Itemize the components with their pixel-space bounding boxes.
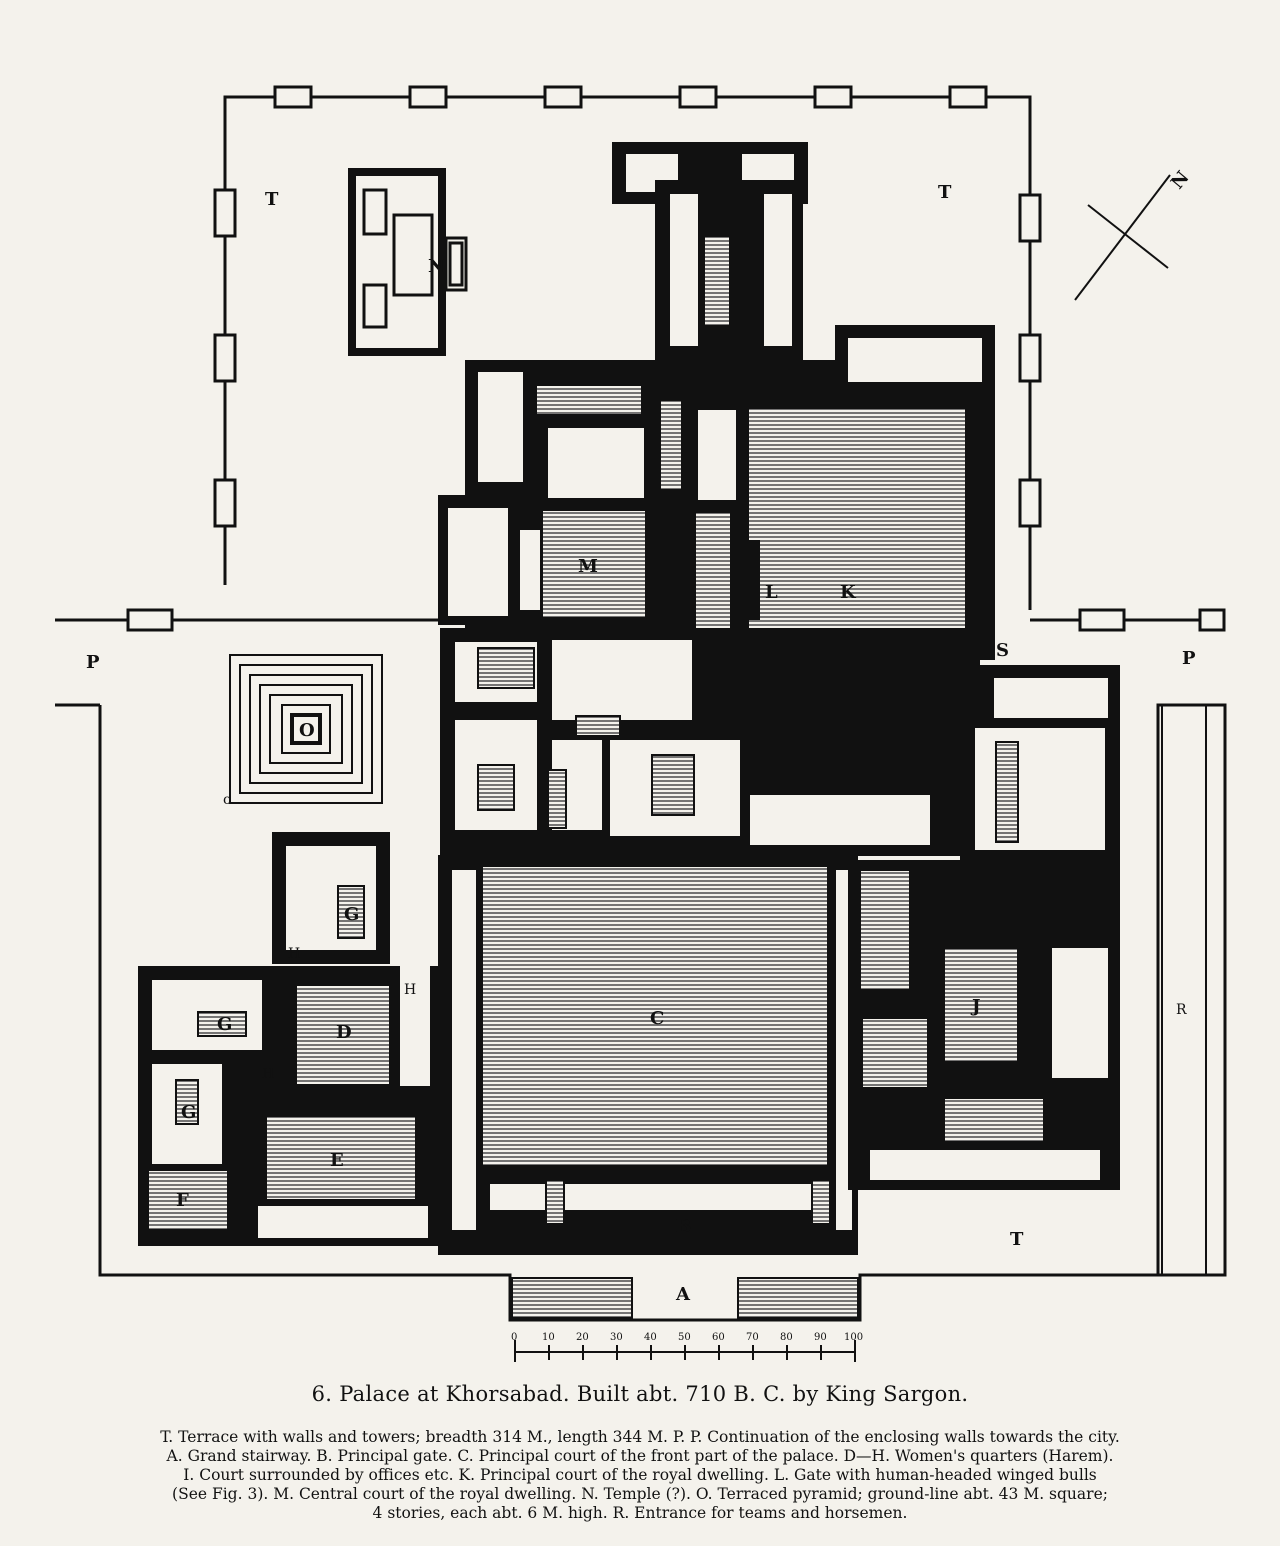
scale-bar — [514, 1340, 856, 1362]
scale-tick-10: 10 — [542, 1332, 555, 1343]
label-m: M — [578, 556, 598, 577]
temple-n — [348, 168, 468, 356]
label-t1: T — [265, 189, 279, 210]
legend-line: (See Fig. 3). M. Central court of the ro… — [172, 1485, 1108, 1503]
legend-line: T. Terrace with walls and towers; breadt… — [160, 1428, 1120, 1446]
north-wing — [612, 142, 808, 360]
scale-tick-40: 40 — [644, 1332, 657, 1343]
label-o: O — [299, 720, 315, 741]
scale-tick-70: 70 — [746, 1332, 759, 1343]
label-s: S — [996, 640, 1009, 661]
harem — [138, 832, 438, 1246]
grand-stairway — [511, 1277, 859, 1319]
label-e: E — [330, 1150, 344, 1171]
legend-line: I. Court surrounded by offices etc. K. P… — [183, 1466, 1097, 1484]
scale-tick-80: 80 — [780, 1332, 793, 1343]
label-k: K — [840, 582, 857, 603]
label-p2: P — [1182, 648, 1196, 669]
label-t2: T — [938, 182, 952, 203]
label-g2: G — [217, 1014, 232, 1035]
label-n: N — [428, 256, 444, 277]
label-o-small: o — [223, 792, 231, 808]
label-d: D — [336, 1022, 352, 1043]
palace-plan: T T T P P N M L K S O o G G G H H H D E … — [55, 85, 1227, 1362]
figure-caption: 6. Palace at Khorsabad. Built abt. 710 B… — [311, 1382, 969, 1406]
north-arrow — [1074, 174, 1171, 301]
scale-tick-0: 0 — [511, 1332, 517, 1343]
label-g3: G — [181, 1102, 196, 1123]
label-l: L — [765, 582, 778, 603]
ramp-r — [1161, 704, 1207, 1276]
label-f: F — [176, 1190, 189, 1211]
scale-tick-20: 20 — [576, 1332, 589, 1343]
terraced-pyramid-o — [229, 654, 383, 804]
label-t3: T — [1010, 1229, 1024, 1250]
scale-tick-30: 30 — [610, 1332, 623, 1343]
scale-tick-labels: 0 10 20 30 40 50 60 70 80 90 100 — [511, 1332, 863, 1343]
label-h1: H — [288, 946, 300, 962]
label-r: R — [1176, 1002, 1187, 1018]
figure-legend: T. Terrace with walls and towers; breadt… — [40, 1428, 1240, 1523]
scale-tick-90: 90 — [814, 1332, 827, 1343]
middle-rooms — [440, 628, 980, 856]
scale-tick-100: 100 — [844, 1332, 863, 1343]
label-g1: G — [344, 904, 359, 925]
court-c-block — [438, 855, 858, 1255]
label-a: A — [675, 1284, 691, 1305]
legend-line: 4 stories, each abt. 6 M. high. R. Entra… — [372, 1504, 908, 1522]
east-block — [848, 665, 1120, 1190]
label-h2: H — [404, 982, 416, 998]
scale-tick-60: 60 — [712, 1332, 725, 1343]
legend-line: A. Grand stairway. B. Principal gate. C.… — [166, 1447, 1114, 1465]
label-c: C — [650, 1008, 664, 1029]
label-j: J — [970, 996, 981, 1017]
label-p1: P — [86, 652, 100, 673]
compass-north-label: N — [1167, 167, 1194, 193]
label-b: B — [676, 1216, 691, 1237]
label-h3: H — [262, 1066, 274, 1082]
scale-tick-50: 50 — [678, 1332, 691, 1343]
terrace-wall — [55, 85, 1227, 1322]
